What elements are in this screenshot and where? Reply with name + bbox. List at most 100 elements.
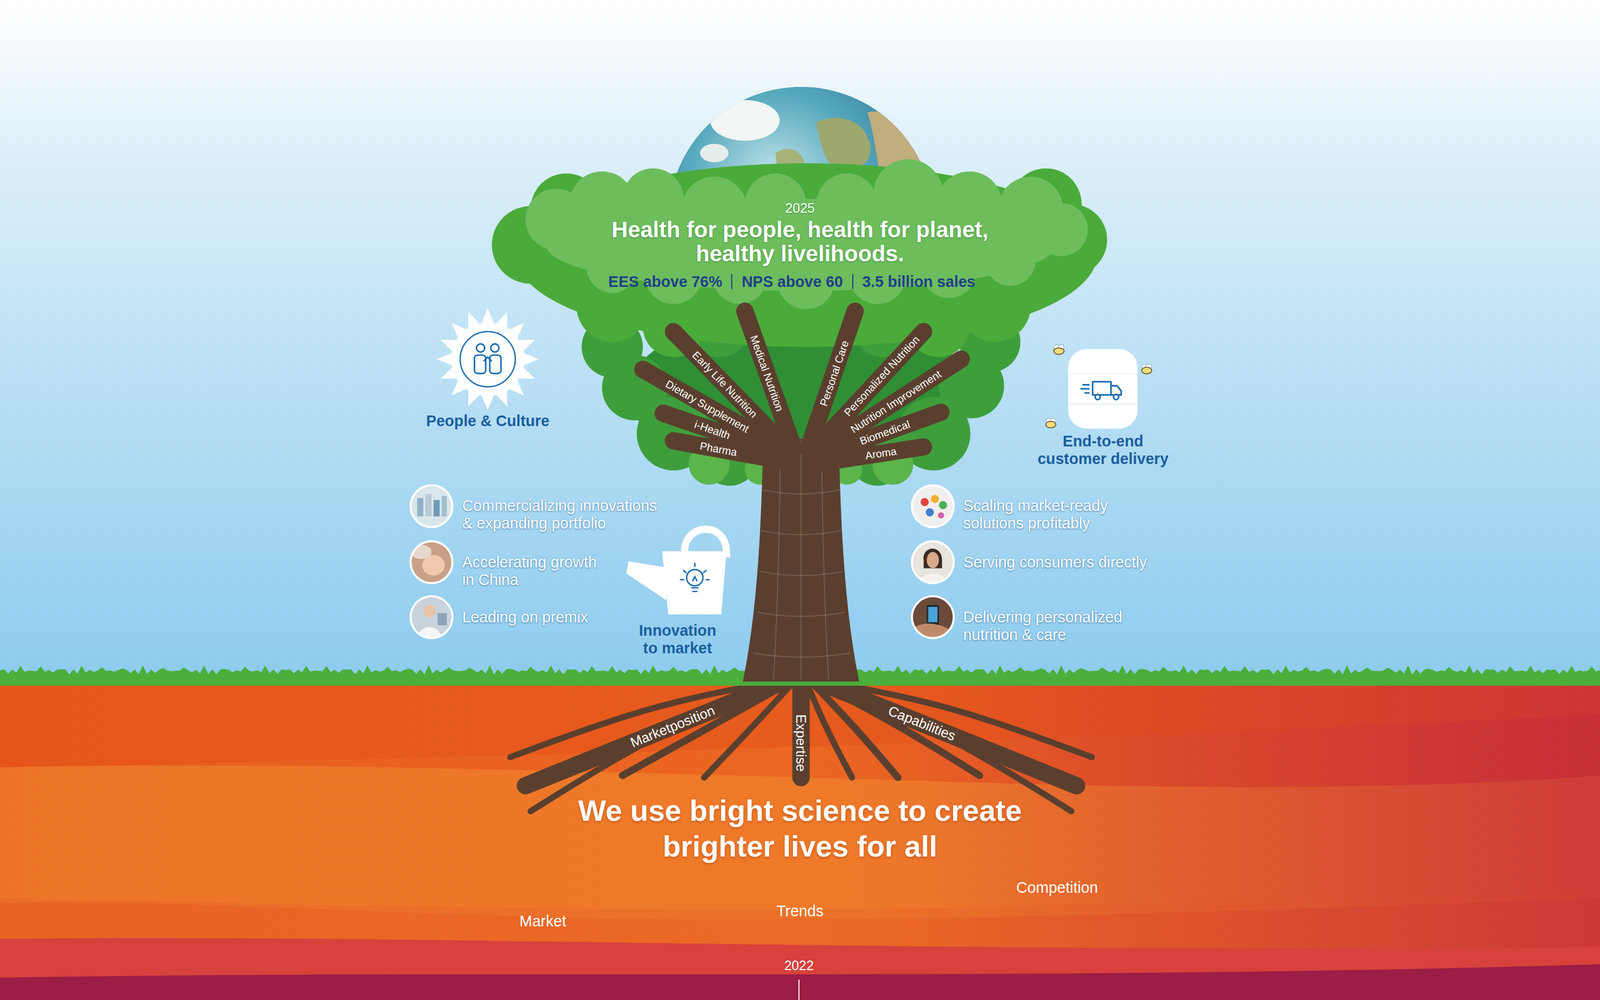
photo-bullet: Serving consumers directly xyxy=(910,539,1148,585)
illustration-part xyxy=(692,576,698,581)
photo-circle xyxy=(409,483,454,529)
illustration-part xyxy=(910,539,956,585)
icon-caption-node: End-to-end customer delivery xyxy=(1032,342,1174,468)
factor-label: Competition xyxy=(1016,878,1099,897)
illustration-part xyxy=(417,498,423,517)
illustration-part xyxy=(742,438,860,682)
kpi-separator xyxy=(731,274,733,290)
illustration-part xyxy=(1053,347,1064,355)
bullet-text: Delivering personalized nutrition & care xyxy=(963,594,1140,644)
branch-label: Aroma xyxy=(864,445,898,462)
branch-label: Personal Care xyxy=(817,338,851,408)
illustration-part xyxy=(423,605,436,618)
photo-circle xyxy=(910,483,956,529)
mission-caption: We use bright science to create brighter… xyxy=(565,793,1035,864)
canopy-foliage xyxy=(984,234,1036,286)
factor-label: Trends xyxy=(776,902,824,920)
photo-circle xyxy=(910,539,956,585)
illustration-part xyxy=(1110,385,1122,395)
illustration-part xyxy=(626,561,667,600)
illustration-icon xyxy=(621,520,734,619)
illustration-part xyxy=(911,485,954,527)
photo-bullet: Commercializing innovations & expanding … xyxy=(409,483,668,533)
photo-bullet: Leading on premix xyxy=(409,594,589,640)
illustration-part xyxy=(1092,381,1111,396)
illustration-part xyxy=(1095,394,1101,400)
illustration-part xyxy=(925,508,934,517)
illustration-part xyxy=(773,441,829,680)
illustration-part xyxy=(1141,366,1152,374)
sky xyxy=(0,0,1600,686)
kpi-value: 3.5 billion sales xyxy=(862,273,976,291)
main-root xyxy=(525,681,784,786)
photo-bullet: Accelerating growth in China xyxy=(409,539,604,589)
illustration-part xyxy=(700,144,730,163)
illustration-part xyxy=(930,494,939,503)
illustration-part xyxy=(1068,348,1138,429)
bullet-text: Leading on premix xyxy=(462,594,589,627)
illustration-part xyxy=(926,605,939,626)
kpi-value: EES above 76% xyxy=(608,273,723,291)
illustration-part xyxy=(490,344,499,352)
illustration-part xyxy=(910,594,956,640)
factor-label: Market xyxy=(519,912,567,931)
icon-caption: End-to-end customer delivery xyxy=(1032,432,1174,468)
illustration-part xyxy=(410,485,453,527)
illustration-part xyxy=(0,675,1600,1000)
illustration-part xyxy=(489,355,501,374)
root-label: Marketposition xyxy=(628,702,717,751)
illustration-part xyxy=(926,552,939,569)
illustration-part xyxy=(409,483,454,529)
illustration-part xyxy=(1041,342,1165,433)
illustration-icon xyxy=(434,306,541,413)
illustration-part xyxy=(410,541,453,583)
main-root xyxy=(792,681,811,778)
illustration-part xyxy=(474,355,486,374)
illustration-part xyxy=(410,484,453,528)
illustration-part xyxy=(911,595,955,639)
illustration-part xyxy=(410,540,453,584)
root-label: Expertise xyxy=(793,714,808,773)
illustration-part xyxy=(0,0,1600,686)
illustration-icon xyxy=(1041,342,1165,433)
tree-branches xyxy=(642,311,962,464)
illustration-part xyxy=(911,484,955,528)
photo-circle xyxy=(409,594,454,640)
tree-canopy xyxy=(491,158,1108,486)
icon-caption: People & Culture xyxy=(426,412,550,430)
illustration-part xyxy=(798,979,800,1000)
kpi-value: NPS above 60 xyxy=(741,273,844,291)
ground xyxy=(0,675,1600,1000)
illustration-part xyxy=(1113,394,1119,400)
branch-label: Medical Nutrition xyxy=(747,333,786,413)
tree-roots xyxy=(510,681,1093,812)
bullet-text: Scaling market-ready solutions profitabl… xyxy=(963,483,1118,533)
photo-bullet: Scaling market-ready solutions profitabl… xyxy=(910,483,1118,533)
bullet-text: Serving consumers directly xyxy=(963,539,1147,572)
illustration-part xyxy=(621,520,734,619)
branch-label: Pharma xyxy=(698,440,738,459)
illustration-part xyxy=(662,550,727,615)
illustration-part xyxy=(437,613,447,626)
illustration-part xyxy=(928,606,938,623)
illustration-part xyxy=(1068,373,1138,404)
illustration-part xyxy=(911,596,954,638)
illustration-part xyxy=(483,357,492,362)
illustration-part xyxy=(409,539,454,585)
illustration-part xyxy=(938,500,947,509)
kpi-separator xyxy=(852,274,854,290)
illustration-part xyxy=(710,100,780,142)
illustration-part xyxy=(460,331,516,387)
illustration-part xyxy=(409,594,454,640)
illustration-part xyxy=(410,540,453,584)
illustration-part xyxy=(923,548,942,569)
kpi-row: EES above 76% NPS above 60 3.5 billion sal… xyxy=(608,273,976,291)
illustration-part xyxy=(937,512,944,518)
illustration-part xyxy=(1080,381,1122,400)
icon-caption-node: People & Culture xyxy=(426,306,550,430)
illustration-part xyxy=(911,541,954,583)
illustration-part xyxy=(410,596,453,638)
bullet-text: Commercializing innovations & expanding … xyxy=(462,483,668,533)
